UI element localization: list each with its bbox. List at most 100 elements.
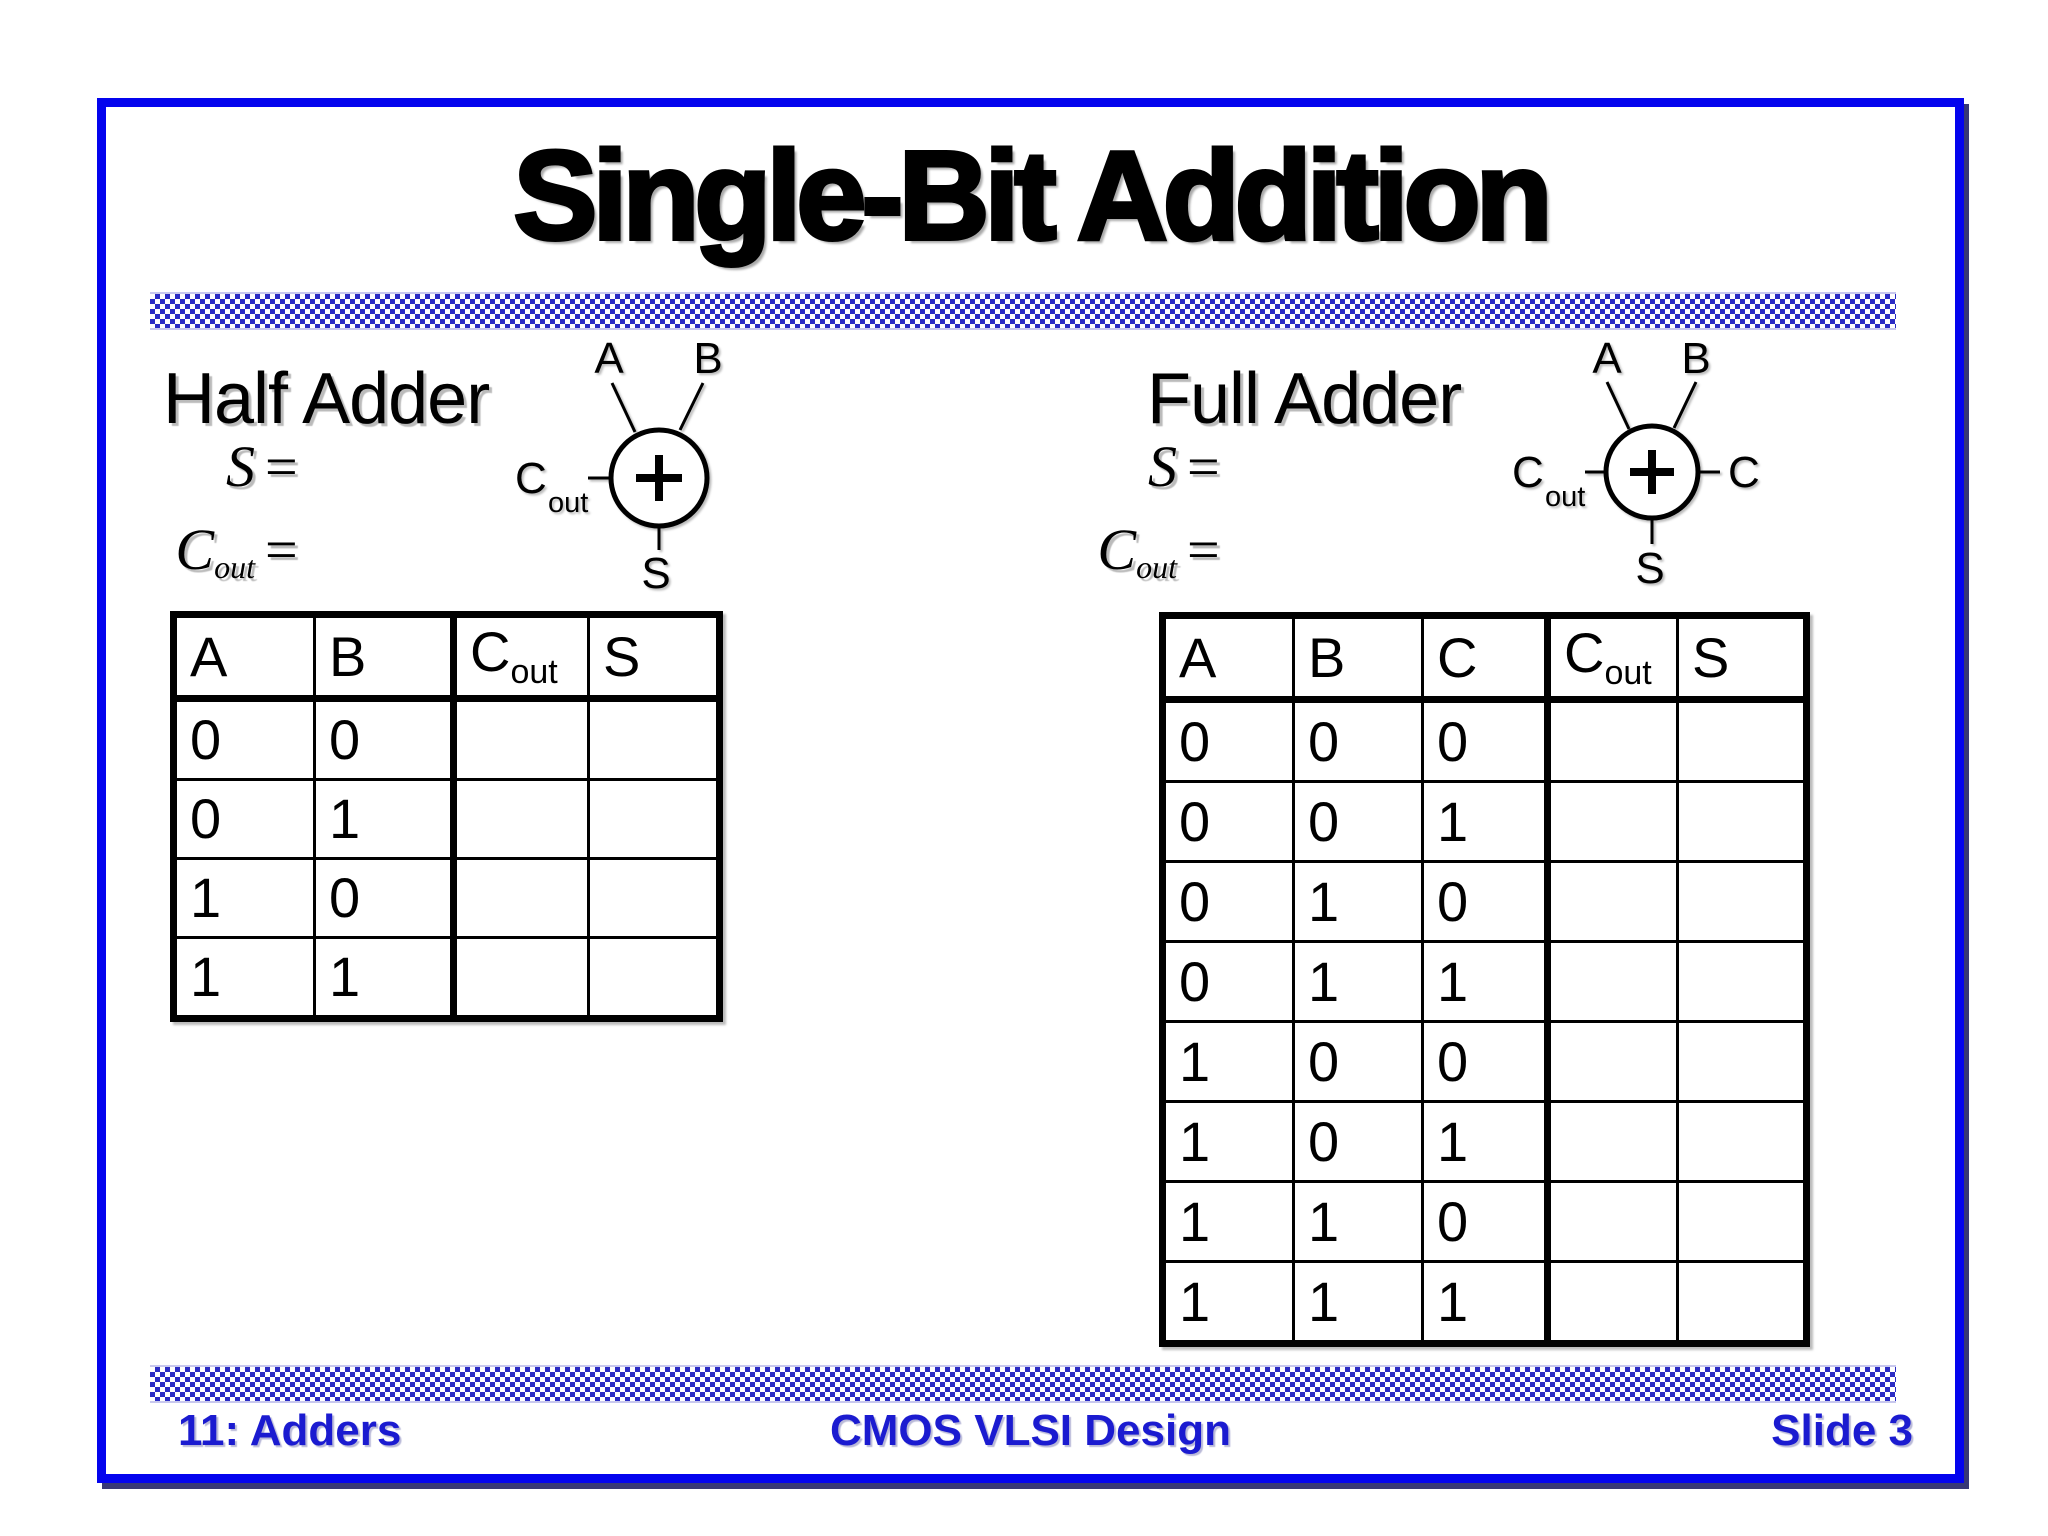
- full-input-a-label: A: [1592, 334, 1622, 383]
- half-carry-equals: =: [265, 517, 298, 582]
- cell-a: 0: [1161, 940, 1295, 1023]
- table-row: 1 1 1: [1161, 1260, 1808, 1345]
- full-carry-equals: =: [1187, 517, 1220, 582]
- cell-s: [1676, 1260, 1808, 1345]
- cell-b: 1: [1292, 1260, 1424, 1345]
- full-carry-out-sub: out: [1545, 481, 1585, 513]
- slide-title: Single-Bit Addition: [511, 125, 1554, 266]
- footer-lecture-label: 11: Adders: [178, 1406, 402, 1455]
- table-row: 0 1 0: [1161, 860, 1808, 943]
- cell-a: 1: [1161, 1100, 1295, 1183]
- cell-b: 1: [313, 936, 457, 1020]
- cell-cout: [1546, 860, 1679, 943]
- full-adder-symbol: A B C out C S: [1512, 334, 1760, 593]
- cell-s: [1676, 860, 1808, 943]
- cell-a: 0: [172, 697, 316, 781]
- cell-c: 1: [1421, 780, 1551, 863]
- half-adder-symbol: A B C out S: [515, 334, 723, 598]
- half-adder-carry-equation: Cout =: [170, 517, 298, 583]
- cell-s: [587, 857, 721, 939]
- cell-c: 1: [1421, 940, 1551, 1023]
- cell-a: 1: [1161, 1180, 1295, 1263]
- table-row: 1 1: [172, 936, 721, 1020]
- half-adder-sum-equation: S =: [170, 438, 298, 496]
- half-sum-equals: =: [265, 434, 298, 499]
- full-sum-equals: =: [1187, 434, 1220, 499]
- cell-c: 0: [1421, 698, 1551, 783]
- cell-a: 1: [172, 936, 316, 1020]
- half-carry-out-label: C: [515, 454, 547, 503]
- cell-a: 1: [172, 857, 316, 939]
- full-input-a-wire: [1605, 381, 1631, 430]
- cell-cout: [452, 697, 590, 781]
- cell-c: 0: [1421, 1180, 1551, 1263]
- cell-b: 1: [313, 778, 457, 860]
- col-header-s: S: [1676, 614, 1808, 703]
- col-header-c: C: [1421, 614, 1551, 703]
- table-row: 0 1 1: [1161, 940, 1808, 1023]
- cell-cout: [1546, 1020, 1679, 1103]
- half-input-b-wire: [678, 382, 705, 431]
- cell-b: 0: [1292, 780, 1424, 863]
- cell-a: 0: [1161, 860, 1295, 943]
- cell-s: [1676, 940, 1808, 1023]
- half-input-a-label: A: [594, 334, 624, 383]
- full-adder-carry-equation: Cout =: [1090, 517, 1220, 583]
- half-sum-label: S: [641, 549, 670, 598]
- cell-s: [587, 697, 721, 781]
- checker-bar-bottom: [150, 1365, 1896, 1403]
- full-sum-label: S: [1635, 544, 1664, 593]
- full-sum-lhs: S: [1148, 434, 1177, 499]
- full-adder-sum-equation: S =: [1090, 438, 1220, 496]
- col-header-b: B: [313, 613, 457, 702]
- cell-cout: [452, 936, 590, 1020]
- cell-s: [1676, 1020, 1808, 1103]
- footer-course-title: CMOS VLSI Design: [830, 1406, 1231, 1455]
- cell-cout: [1546, 1100, 1679, 1183]
- cell-c: 1: [1421, 1260, 1551, 1345]
- cell-b: 0: [1292, 1100, 1424, 1183]
- table-row: 0 1: [172, 778, 721, 860]
- cell-cout: [1546, 1180, 1679, 1263]
- col-header-a: A: [1161, 614, 1295, 703]
- footer-slide-number: Slide 3: [1771, 1406, 1913, 1455]
- cell-c: 0: [1421, 1020, 1551, 1103]
- table-row: 0 0 1: [1161, 780, 1808, 863]
- half-adder-heading: Half Adder: [163, 359, 490, 439]
- table-row: 1 0: [172, 857, 721, 939]
- full-input-b-wire: [1672, 381, 1698, 429]
- table-row: 1 0 1: [1161, 1100, 1808, 1183]
- half-carry-lhs: Cout: [170, 521, 255, 583]
- col-header-cout: Cout: [1546, 614, 1679, 703]
- half-carry-base: C: [175, 517, 215, 582]
- full-adder-truth-table: A B C Cout S 0 0 0 0 0 1 0 1 0 0 1 1 1 0…: [1159, 612, 1810, 1347]
- cell-a: 1: [1161, 1020, 1295, 1103]
- cell-s: [1676, 698, 1808, 783]
- full-carry-out-label: C: [1512, 448, 1544, 497]
- cell-cout: [1546, 780, 1679, 863]
- full-carry-in-label: C: [1728, 448, 1760, 497]
- cell-b: 0: [1292, 698, 1424, 783]
- cell-b: 0: [1292, 1020, 1424, 1103]
- half-adder-truth-table: A B Cout S 0 0 0 1 1 0 1 1: [170, 611, 723, 1022]
- cell-s: [1676, 1100, 1808, 1183]
- half-input-b-label: B: [693, 334, 722, 383]
- full-carry-base: C: [1097, 517, 1137, 582]
- col-header-s: S: [587, 613, 721, 702]
- cell-cout: [452, 857, 590, 939]
- full-carry-sub: out: [1136, 548, 1177, 585]
- full-carry-lhs: Cout: [1090, 521, 1177, 583]
- full-input-b-label: B: [1681, 334, 1710, 383]
- cell-s: [1676, 780, 1808, 863]
- cell-cout: [1546, 1260, 1679, 1345]
- cell-a: 0: [172, 778, 316, 860]
- table-row: 0 0: [172, 697, 721, 781]
- full-adder-heading: Full Adder: [1147, 359, 1462, 439]
- cell-s: [1676, 1180, 1808, 1263]
- cell-c: 1: [1421, 1100, 1551, 1183]
- table-row: 1 0 0: [1161, 1020, 1808, 1103]
- half-carry-out-sub: out: [548, 487, 588, 519]
- table-header-row: A B C Cout S: [1161, 614, 1808, 703]
- cell-s: [587, 778, 721, 860]
